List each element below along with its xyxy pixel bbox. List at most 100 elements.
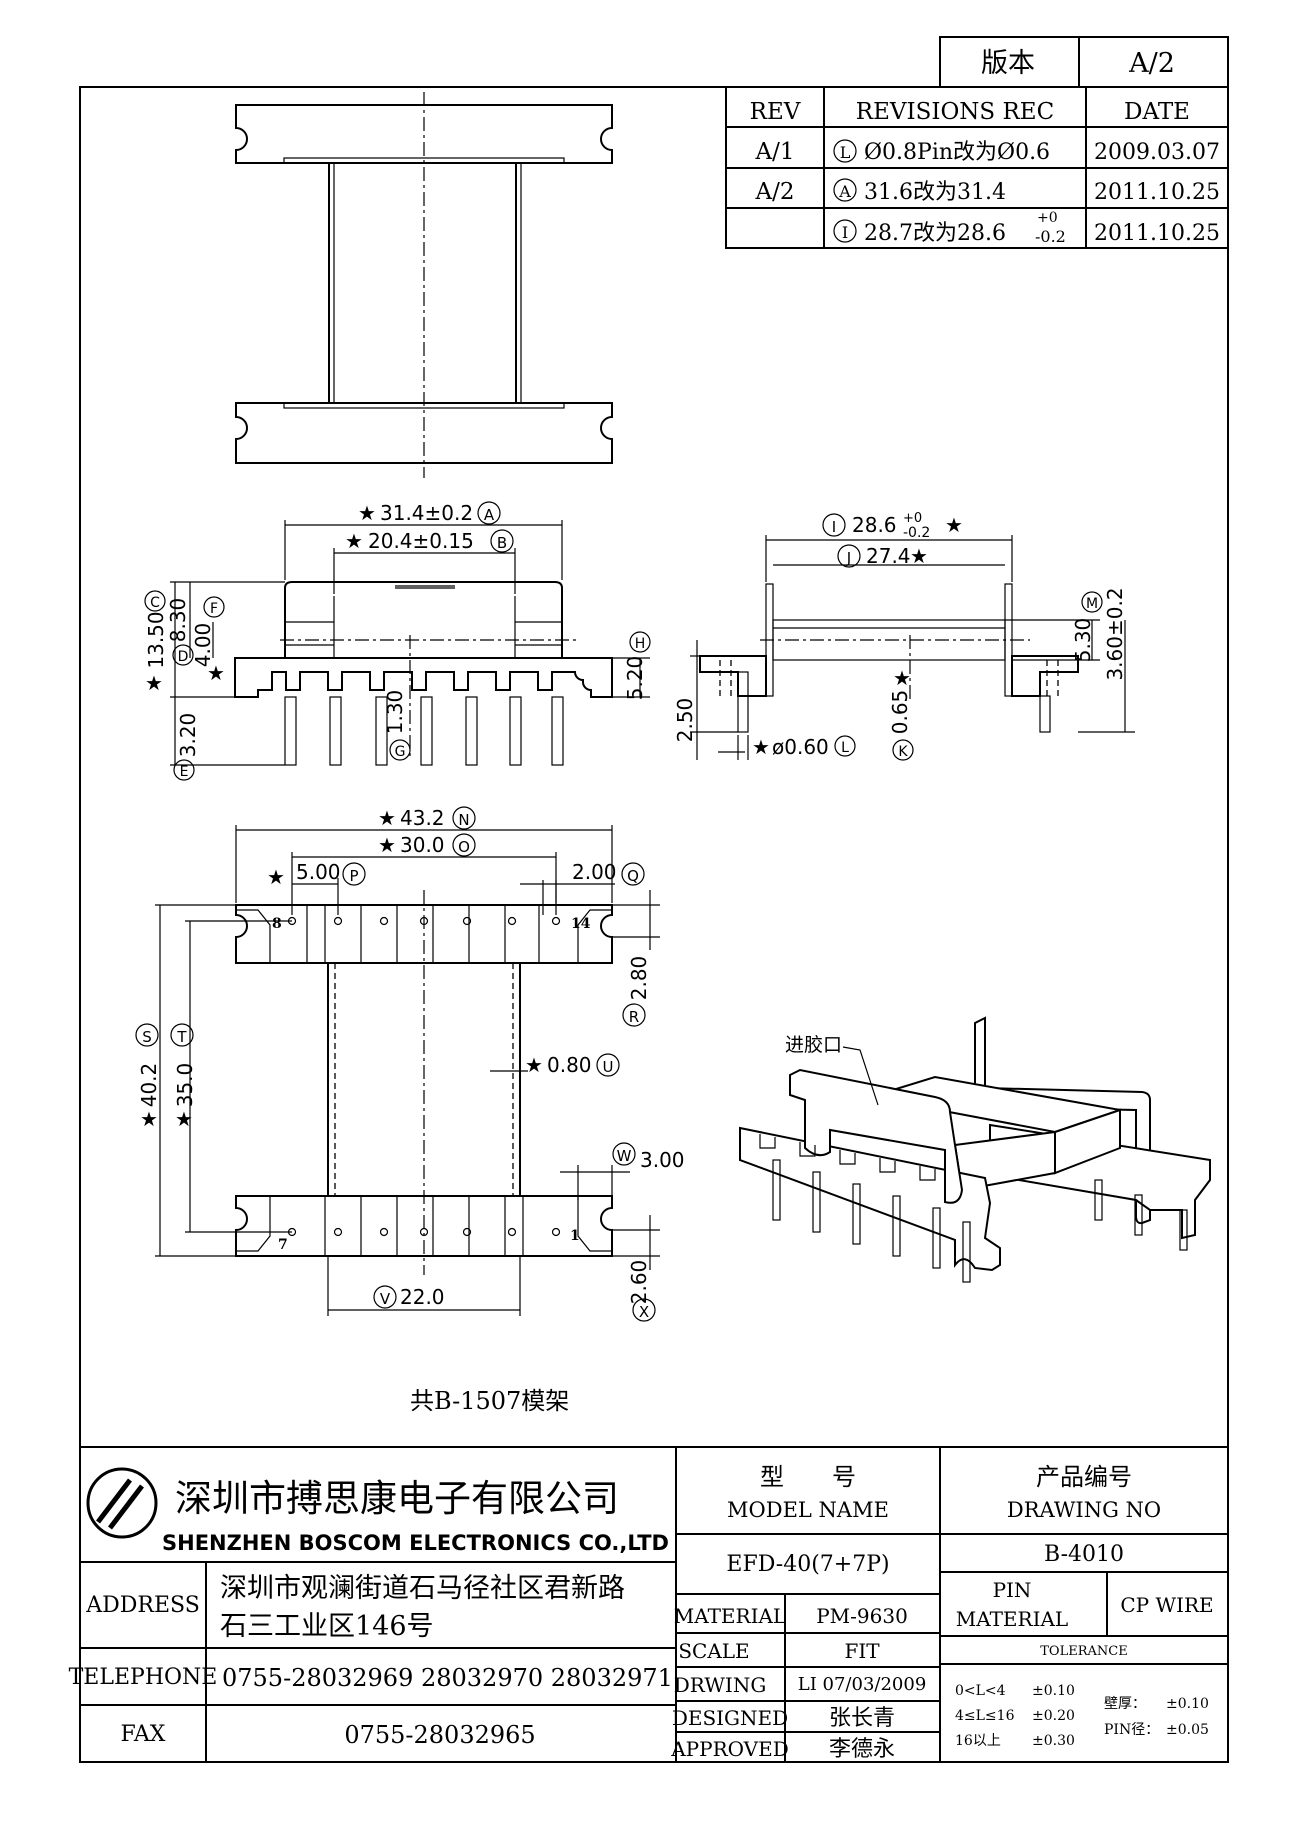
pin-label: 1 xyxy=(570,1228,580,1244)
dim-star: ★ xyxy=(945,513,963,537)
svg-text:I: I xyxy=(832,518,836,536)
drawing-no-value: B-4010 xyxy=(1044,1542,1124,1567)
injection-port-label: 进胶口 xyxy=(785,1034,842,1056)
dim-X: 2.60 xyxy=(627,1260,651,1305)
svg-text:V: V xyxy=(380,1290,391,1308)
dim-I-lower: -0.2 xyxy=(903,525,930,541)
svg-text:C: C xyxy=(150,595,160,611)
address-line2: 石三工业区146号 xyxy=(220,1611,434,1642)
dim-star: ★ xyxy=(145,671,163,695)
svg-text:L: L xyxy=(841,740,849,756)
wall-label: 壁厚： xyxy=(1104,1696,1146,1712)
front-view: ★ 31.4±0.2 A ★ 20.4±0.15 B 13.50 C ★ 8.3… xyxy=(144,501,651,781)
dim-E: 3.20 xyxy=(176,713,200,758)
pin-material-label: PIN xyxy=(993,1578,1032,1602)
svg-text:A: A xyxy=(484,506,495,524)
tolerance-range: 16以上 xyxy=(955,1733,1001,1749)
svg-text:B: B xyxy=(497,534,507,552)
side-view: I 28.6 +0 -0.2 ★ J 27.4 ★ M 5.30 3.60±0.… xyxy=(673,511,1135,761)
address-label: ADDRESS xyxy=(85,1593,200,1618)
model-name-value: EFD-40(7+7P) xyxy=(726,1552,889,1577)
version-value: A/2 xyxy=(1128,48,1175,79)
svg-text:G: G xyxy=(395,744,406,760)
rev-text: Ø0.8Pin改为Ø0.6 xyxy=(864,140,1050,165)
rev-cell: A/1 xyxy=(755,139,795,165)
company-name-cn: 深圳市搏思康电子有限公司 xyxy=(175,1477,619,1520)
rev-tol-lower: -0.2 xyxy=(1035,227,1066,246)
date-header: DATE xyxy=(1124,99,1190,125)
telephone-label: TELEPHONE xyxy=(69,1665,218,1690)
rev-cell: A/2 xyxy=(755,179,795,205)
dim-Q: 2.00 xyxy=(572,860,617,884)
mold-note: 共B-1507模架 xyxy=(410,1387,569,1415)
dim-H: 5.20 xyxy=(623,656,647,701)
dim-F: 8.30 xyxy=(166,598,190,643)
dim-star: ★ xyxy=(893,666,911,690)
pin-material-label: MATERIAL xyxy=(956,1607,1068,1631)
fax-label: FAX xyxy=(121,1722,166,1747)
dim-W: 3.00 xyxy=(640,1148,685,1172)
dim-U: 0.80 xyxy=(547,1053,592,1077)
svg-text:M: M xyxy=(1086,596,1098,612)
rev-date: 2011.10.25 xyxy=(1094,180,1220,205)
svg-text:R: R xyxy=(629,1008,639,1026)
rev-text: 31.6改为31.4 xyxy=(864,180,1006,205)
dim-V: 22.0 xyxy=(400,1285,445,1309)
dim-R: 2.80 xyxy=(627,956,651,1001)
fax-value: 0755-28032965 xyxy=(344,1721,535,1749)
pin-dia-label: PIN径： xyxy=(1104,1722,1159,1738)
dim-C: 13.50 xyxy=(144,611,168,668)
wall-value: ±0.10 xyxy=(1166,1696,1209,1712)
designed-value: 张长青 xyxy=(829,1706,895,1731)
dim-star: ★ xyxy=(175,1107,193,1131)
address-line1: 深圳市观澜街道石马径社区君新路 xyxy=(220,1573,625,1604)
dim-G: 1.30 xyxy=(383,690,407,735)
svg-text:N: N xyxy=(458,811,469,829)
version-label: 版本 xyxy=(981,48,1035,79)
approved-label: APPROVED xyxy=(670,1737,789,1761)
pin-label: 14 xyxy=(571,916,591,932)
top-view xyxy=(235,92,613,478)
dim-star: ★ xyxy=(525,1053,543,1077)
dim-star: ★ xyxy=(752,735,770,759)
model-name-cn: 型 号 xyxy=(760,1463,856,1491)
dim-star: ★ xyxy=(207,661,225,685)
drwing-value: LI 07/03/2009 xyxy=(798,1674,927,1695)
drawing-no-cn: 产品编号 xyxy=(1036,1463,1132,1491)
dim-side-height: 3.60±0.2 xyxy=(1103,587,1127,680)
telephone-value: 0755-28032969 28032970 28032971 xyxy=(222,1664,673,1692)
svg-text:T: T xyxy=(176,1028,187,1046)
scale-value: FIT xyxy=(844,1639,880,1663)
dim-M: 5.30 xyxy=(1071,618,1095,663)
dim-star: ★ xyxy=(910,544,928,568)
svg-text:W: W xyxy=(617,1147,632,1165)
svg-text:X: X xyxy=(639,1303,649,1321)
drwing-label: DRWING xyxy=(674,1673,767,1697)
dim-star: ★ xyxy=(267,865,285,889)
svg-text:H: H xyxy=(635,636,646,652)
dim-P: 5.00 xyxy=(296,860,341,884)
rev-header: REV xyxy=(750,99,801,125)
pin-material-value: CP WIRE xyxy=(1120,1593,1213,1617)
approved-value: 李德永 xyxy=(829,1737,895,1762)
svg-text:K: K xyxy=(898,744,908,760)
rev-date: 2011.10.25 xyxy=(1094,221,1220,246)
dim-I-upper: +0 xyxy=(903,511,922,526)
dim-O: 30.0 xyxy=(400,833,445,857)
tolerance-label: TOLERANCE xyxy=(1040,1644,1127,1659)
dim-S: 40.2 xyxy=(137,1063,161,1108)
scale-label: SCALE xyxy=(678,1639,749,1663)
dim-left-height: 2.50 xyxy=(673,698,697,743)
svg-text:O: O xyxy=(458,838,470,856)
svg-text:S: S xyxy=(142,1028,152,1046)
dim-I: 28.6 xyxy=(852,513,897,537)
dim-K: 0.65 xyxy=(888,690,912,735)
dim-A: 31.4±0.2 xyxy=(380,501,473,525)
tolerance-value: ±0.20 xyxy=(1032,1708,1075,1724)
pin-label: 7 xyxy=(278,1237,288,1253)
isometric-view: 进胶口 xyxy=(739,1016,1211,1283)
version-box: 版本 A/2 xyxy=(939,36,1229,88)
bottom-view: 8 14 7 1 ★ 43.2 N ★ 30 xyxy=(135,806,685,1322)
tolerance-value: ±0.10 xyxy=(1032,1683,1075,1699)
company-logo xyxy=(86,1467,158,1539)
